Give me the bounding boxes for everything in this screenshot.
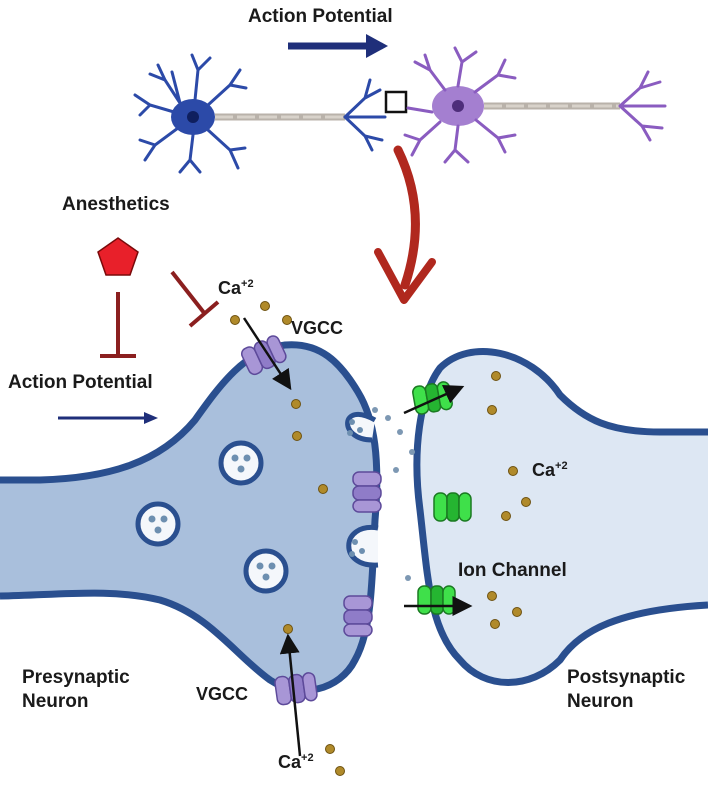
anesthetic-pentagon-icon — [97, 237, 139, 276]
synapse-zoom-box — [384, 90, 408, 114]
ion-channel-top — [412, 381, 453, 415]
ion-channel-bottom — [417, 585, 456, 615]
zoom-arrow — [374, 145, 436, 304]
inhibit-vgcc — [170, 270, 220, 328]
label-calcium-right: Ca+2 — [532, 460, 568, 480]
presynaptic-neuron-illustration — [133, 53, 248, 174]
label-ion-channel: Ion Channel — [458, 560, 567, 581]
vesicle-neurotransmitters — [148, 454, 276, 581]
cleft-neurotransmitters — [372, 407, 415, 581]
axon-terminal — [343, 78, 387, 152]
inhibit-action-potential — [100, 292, 136, 358]
postsynaptic-neuron-illustration — [403, 46, 517, 164]
presynaptic-membrane — [0, 341, 381, 694]
vgcc-channel-middle-2 — [343, 595, 373, 637]
label-calcium-bottom: Ca+2 — [278, 752, 314, 772]
ion-channel-middle — [433, 492, 472, 522]
top-action-potential-arrow — [288, 34, 388, 58]
postsynaptic-terminal — [618, 70, 667, 142]
label-vgcc-bottom: VGCC — [196, 684, 249, 704]
fusing-vesicles — [345, 411, 379, 568]
label-anesthetics: Anesthetics — [62, 194, 170, 215]
label-vgcc-top: VGCC — [291, 318, 344, 338]
vgcc-channel-top — [240, 335, 287, 376]
vgcc-channel-middle-1 — [352, 471, 382, 513]
label-action-potential-top: Action Potential — [248, 6, 393, 27]
label-calcium-top: Ca+2 — [218, 278, 254, 298]
label-action-potential-left: Action Potential — [8, 372, 153, 393]
flow-arrows — [242, 317, 473, 757]
calcium-ions — [230, 301, 531, 776]
vesicles — [135, 440, 289, 594]
vgcc-channel-bottom — [274, 672, 318, 706]
left-action-potential-arrow — [58, 412, 158, 424]
